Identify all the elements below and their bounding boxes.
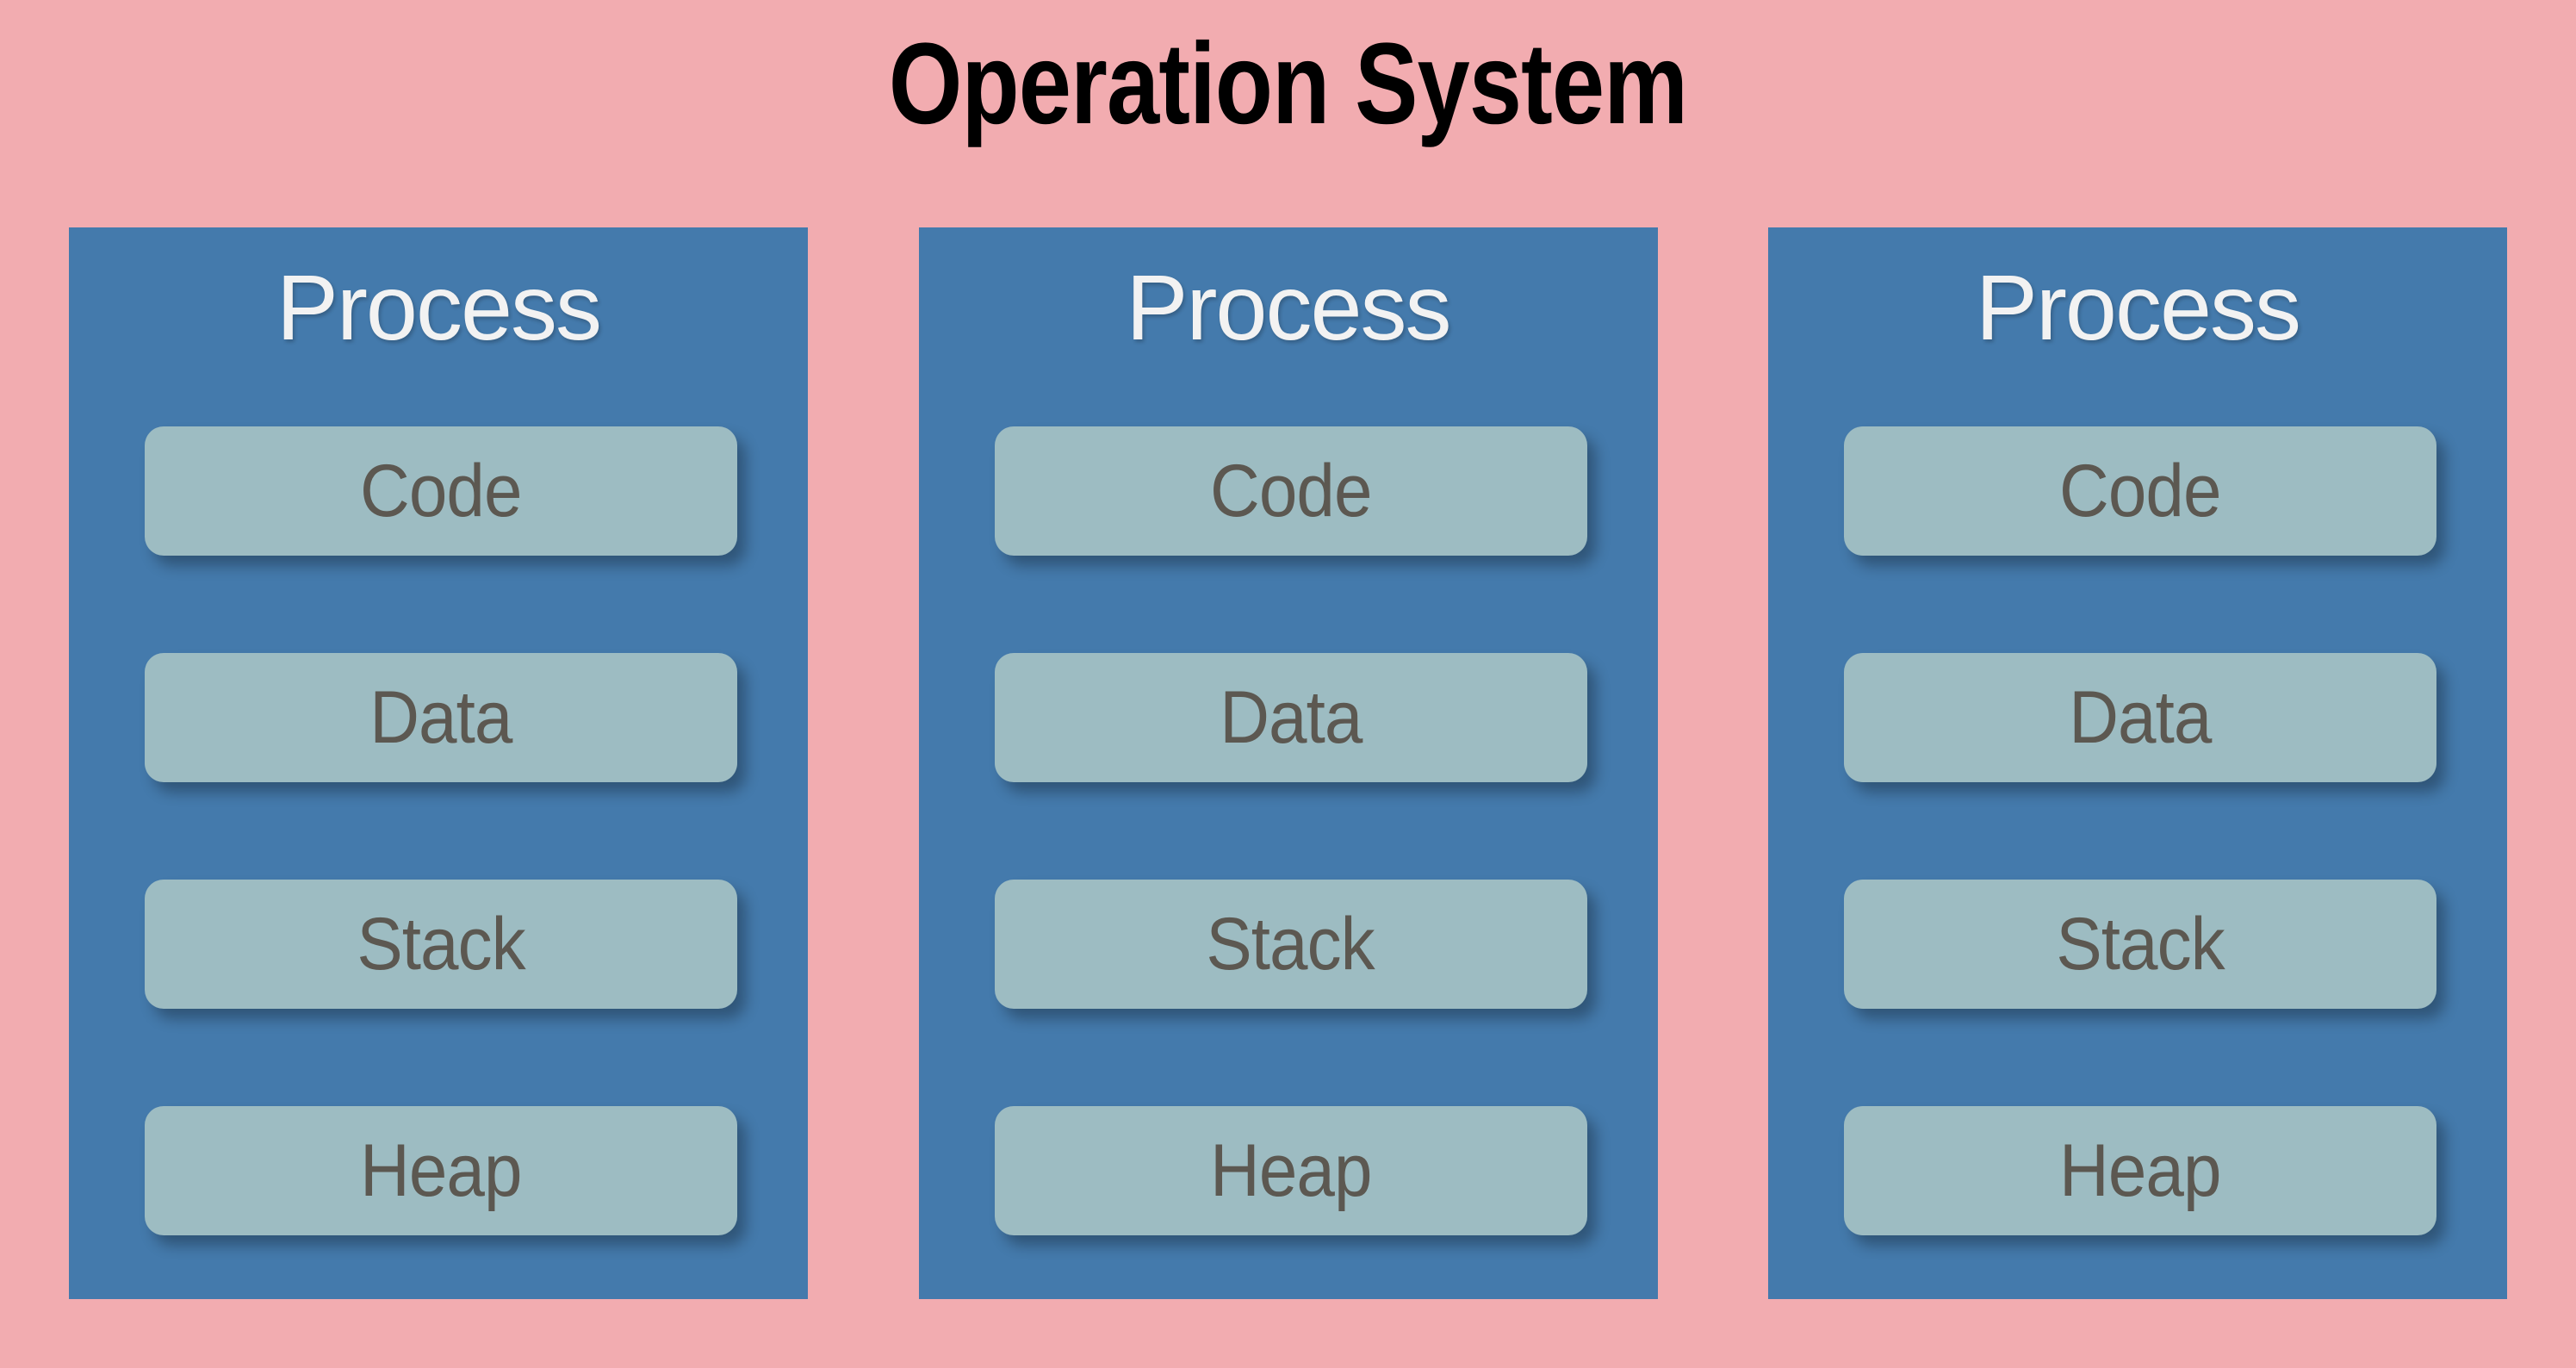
segment-label: Stack	[357, 903, 525, 986]
segment-code-3: Code	[1844, 426, 2436, 556]
segment-list-1: Code Data Stack Heap	[145, 426, 737, 1235]
segment-label: Stack	[2056, 903, 2225, 986]
process-title-3: Process	[1975, 255, 2301, 359]
segment-stack-2: Stack	[994, 880, 1587, 1009]
segment-code-1: Code	[145, 426, 737, 556]
page-title: Operation System	[888, 20, 1688, 148]
segment-label: Data	[1219, 676, 1362, 759]
segment-label: Code	[360, 450, 522, 532]
segment-heap-2: Heap	[994, 1106, 1587, 1235]
segment-list-2: Code Data Stack Heap	[994, 426, 1587, 1235]
segment-code-2: Code	[994, 426, 1587, 556]
process-panel-3: Process Code Data Stack Heap	[1768, 227, 2507, 1299]
process-list: Process Code Data Stack Heap Process	[69, 227, 2507, 1299]
segment-stack-1: Stack	[145, 880, 737, 1009]
segment-data-2: Data	[994, 653, 1587, 782]
process-title-1: Process	[276, 255, 602, 359]
segment-heap-3: Heap	[1844, 1106, 2436, 1235]
segment-label: Stack	[1206, 903, 1375, 986]
segment-list-3: Code Data Stack Heap	[1844, 426, 2436, 1235]
segment-label: Data	[369, 676, 512, 759]
process-title-2: Process	[1126, 255, 1451, 359]
segment-label: Code	[2059, 450, 2221, 532]
segment-data-3: Data	[1844, 653, 2436, 782]
segment-label: Heap	[1209, 1129, 1372, 1212]
segment-stack-3: Stack	[1844, 880, 2436, 1009]
segment-heap-1: Heap	[145, 1106, 737, 1235]
segment-label: Data	[2069, 676, 2212, 759]
segment-label: Heap	[2059, 1129, 2221, 1212]
segment-label: Heap	[360, 1129, 522, 1212]
segment-data-1: Data	[145, 653, 737, 782]
process-panel-2: Process Code Data Stack Heap	[918, 227, 1658, 1299]
segment-label: Code	[1209, 450, 1372, 532]
process-panel-1: Process Code Data Stack Heap	[69, 227, 808, 1299]
